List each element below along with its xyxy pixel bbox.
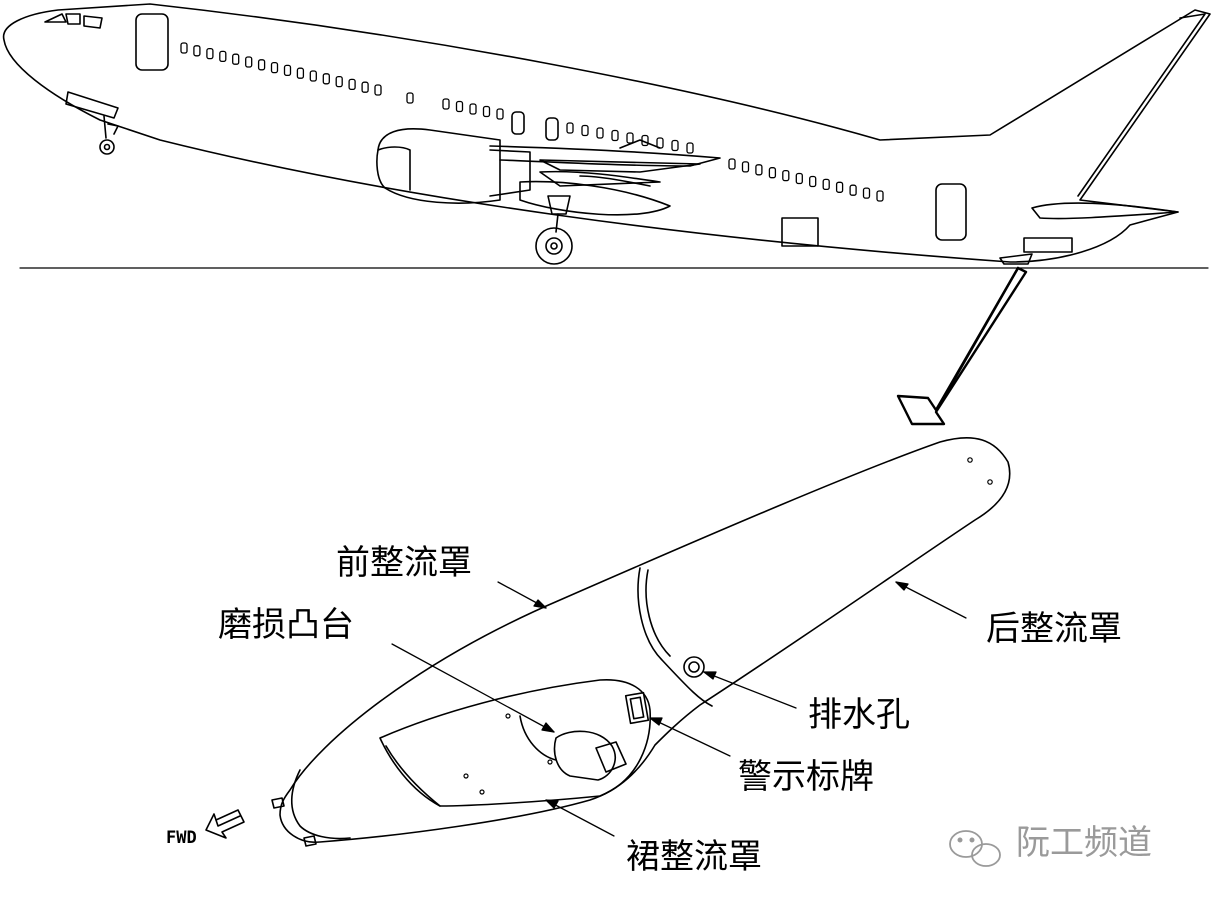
warning-placard-inner — [629, 696, 645, 720]
overwing-exit-2 — [545, 117, 559, 141]
cabin-window — [741, 161, 750, 173]
cabin-window — [270, 61, 279, 74]
wear-boss-plate — [595, 741, 627, 773]
tail-skid-location — [999, 237, 1073, 265]
cabin-window — [686, 142, 694, 154]
cabin-window — [406, 92, 414, 104]
aircraft-side-view — [2, 3, 1211, 269]
cabin-window — [469, 103, 477, 115]
nose-tab — [271, 797, 285, 809]
cabin-window — [193, 45, 201, 57]
skirt-edge — [385, 745, 441, 807]
forward-door — [135, 13, 169, 71]
cabin-window — [671, 139, 679, 152]
wear-boss — [553, 730, 616, 781]
cabin-window — [257, 59, 266, 71]
cabin-window — [348, 78, 356, 91]
cabin-window — [206, 47, 214, 60]
tail-skid-detail — [271, 436, 1011, 847]
nose-gear — [65, 91, 119, 155]
cabin-window — [782, 169, 790, 182]
arrow-edge-inner — [936, 266, 1020, 410]
cabin-window — [374, 84, 382, 96]
cabin-window — [596, 127, 604, 139]
cabin-window — [876, 190, 884, 202]
cabin-windows — [180, 42, 884, 202]
label-warning-placard: 警示标牌 — [738, 757, 874, 797]
horizontal-stabilizer — [1031, 202, 1179, 220]
cabin-window — [822, 178, 830, 191]
fairing-divider — [637, 567, 713, 707]
fwd-arrow-depth — [215, 815, 241, 827]
cabin-window — [626, 132, 634, 144]
main-gear — [535, 195, 573, 265]
wear-boss-cutout — [519, 715, 557, 761]
label-wear-boss: 磨损凸台 — [218, 605, 354, 645]
watermark-text: 阮工频道 — [1016, 823, 1152, 863]
warning-placard — [624, 691, 650, 725]
cabin-window — [566, 122, 574, 134]
fuselage — [2, 3, 1211, 263]
overwing-exit-1 — [511, 111, 525, 135]
cabin-window — [611, 129, 619, 142]
cabin-window — [728, 158, 736, 170]
leader-skirt-fairing — [545, 799, 615, 837]
cargo-door — [781, 217, 819, 247]
label-fwd: FWD — [166, 828, 197, 848]
cabin-window — [755, 164, 763, 176]
cabin-window — [835, 181, 844, 193]
cabin-window — [795, 172, 803, 185]
detail-pointer-arrow — [896, 266, 1028, 426]
cockpit-windows — [44, 13, 103, 29]
wechat-icon — [949, 830, 1001, 867]
cabin-window — [442, 98, 450, 110]
cabin-window — [455, 100, 464, 113]
engine — [376, 128, 531, 204]
vertical-stabilizer-rudder — [1077, 13, 1206, 197]
nose-tab-2 — [303, 835, 317, 847]
cabin-window — [232, 53, 240, 65]
nose-cap — [290, 769, 351, 840]
cabin-window — [849, 184, 857, 196]
cabin-window — [283, 64, 292, 77]
label-forward-fairing: 前整流罩 — [336, 543, 472, 583]
rivets — [463, 457, 993, 795]
divider-edge — [645, 569, 671, 657]
leader-drain-hole — [703, 671, 797, 709]
label-skirt-fairing: 裙整流罩 — [626, 837, 762, 877]
cabin-window — [322, 73, 330, 85]
leader-warning-placard — [649, 717, 731, 757]
aft-door — [935, 183, 967, 241]
leader-lines — [391, 581, 967, 837]
cabin-window — [581, 124, 589, 137]
cabin-window — [862, 187, 871, 199]
cabin-window — [768, 167, 777, 179]
cabin-window — [335, 75, 343, 88]
cabin-window — [809, 175, 817, 188]
cabin-window — [219, 50, 227, 63]
cabin-window — [245, 56, 253, 68]
fairing-outline — [279, 436, 1011, 843]
fwd-arrow-icon — [205, 809, 245, 839]
leader-wear-boss — [391, 643, 555, 733]
cabin-window — [309, 70, 317, 82]
cabin-window — [496, 108, 504, 120]
cabin-window — [482, 105, 491, 118]
label-drain-hole: 排水孔 — [808, 695, 910, 735]
drain-hole — [683, 656, 705, 678]
wing-flaps — [489, 139, 721, 216]
label-aft-fairing: 后整流罩 — [986, 609, 1122, 649]
leader-aft-fairing — [895, 581, 967, 619]
cabin-window — [180, 42, 188, 54]
cabin-window — [361, 81, 369, 93]
cabin-window — [296, 67, 305, 79]
